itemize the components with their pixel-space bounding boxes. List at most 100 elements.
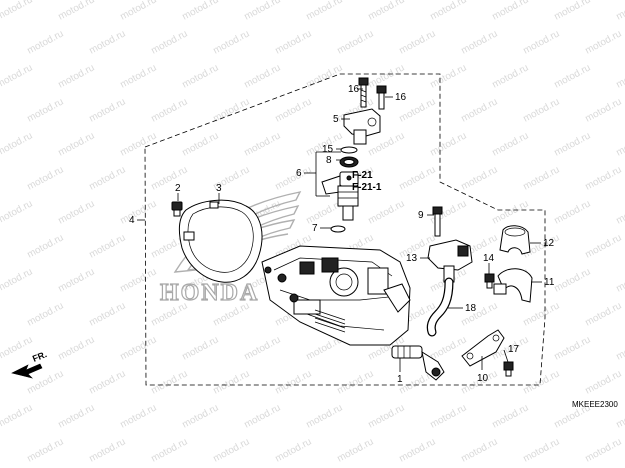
watermark-text: motod.ru <box>583 436 623 464</box>
callout-1: 1 <box>397 374 403 385</box>
watermark-text: motod.ru <box>335 436 375 464</box>
assembly-frame <box>144 73 546 386</box>
watermark-text: motod.ru <box>490 130 530 158</box>
watermark-text: motod.ru <box>366 402 406 430</box>
watermark-text: motod.ru <box>552 62 592 90</box>
watermark-text: motod.ru <box>583 300 623 328</box>
diagram-code: MKEEE2300 <box>572 400 618 409</box>
watermark-text: motod.ru <box>180 62 220 90</box>
watermark-text: motod.ru <box>149 96 189 124</box>
seal-ring-8-part <box>339 156 359 168</box>
callout-16-right: 16 <box>395 92 407 103</box>
watermark-text: motod.ru <box>335 368 375 396</box>
watermark-text: motod.ru <box>552 198 592 226</box>
watermark-text: motod.ru <box>56 266 96 294</box>
watermark-text: motod.ru <box>180 130 220 158</box>
watermark-text: motod.ru <box>614 62 625 90</box>
gasket-cover-part <box>178 199 263 283</box>
watermark-text: motod.ru <box>273 164 313 192</box>
watermark-text: motod.ru <box>0 402 34 430</box>
watermark-text: motod.ru <box>118 0 158 23</box>
o-ring-7-part <box>330 225 346 233</box>
watermark-text: motod.ru <box>242 402 282 430</box>
watermark-text: motod.ru <box>25 436 65 464</box>
o-ring-15-part <box>340 146 358 154</box>
callout-8: 8 <box>326 155 332 166</box>
watermark-text: motod.ru <box>0 62 34 90</box>
watermark-text: motod.ru <box>0 266 34 294</box>
watermark-text: motod.ru <box>242 130 282 158</box>
front-direction-arrow-icon <box>11 363 43 379</box>
front-direction-label: FR. <box>31 349 48 364</box>
callout-16-left: 16 <box>348 84 360 95</box>
watermark-text: motod.ru <box>87 164 127 192</box>
callout-9: 9 <box>418 210 424 221</box>
watermark-text: motod.ru <box>273 436 313 464</box>
callout-2: 2 <box>175 183 181 194</box>
watermark-text: motod.ru <box>521 300 561 328</box>
watermark-text: motod.ru <box>118 130 158 158</box>
callout-3: 3 <box>216 183 222 194</box>
callout-15: 15 <box>322 144 334 155</box>
watermark-text: motod.ru <box>552 266 592 294</box>
watermark-text: motod.ru <box>273 96 313 124</box>
watermark-text: motod.ru <box>521 96 561 124</box>
watermark-text: motod.ru <box>614 334 625 362</box>
callout-6: 6 <box>296 168 302 179</box>
watermark-text: motod.ru <box>87 232 127 260</box>
watermark-text: motod.ru <box>118 62 158 90</box>
watermark-text: motod.ru <box>273 28 313 56</box>
watermark-text: motod.ru <box>521 436 561 464</box>
bolt-16-right-part <box>376 85 387 110</box>
callout-12: 12 <box>543 238 555 249</box>
watermark-text: motod.ru <box>614 198 625 226</box>
watermark-text: motod.ru <box>0 198 34 226</box>
watermark-text: motod.ru <box>366 198 406 226</box>
watermark-text: motod.ru <box>428 0 468 23</box>
callout-13: 13 <box>406 253 418 264</box>
watermark-text: motod.ru <box>583 368 623 396</box>
watermark-text: motod.ru <box>459 436 499 464</box>
watermark-text: motod.ru <box>397 436 437 464</box>
callout-5: 5 <box>333 114 339 125</box>
clamp-12-part <box>499 225 531 255</box>
watermark-text: motod.ru <box>552 130 592 158</box>
watermark-text: motod.ru <box>25 164 65 192</box>
watermark-text: motod.ru <box>490 0 530 23</box>
watermark-text: motod.ru <box>397 28 437 56</box>
brand-emblem-text: HONDA <box>160 280 259 306</box>
callout-18: 18 <box>465 303 477 314</box>
watermark-text: motod.ru <box>87 436 127 464</box>
watermark-text: motod.ru <box>428 334 468 362</box>
watermark-text: motod.ru <box>428 130 468 158</box>
watermark-text: motod.ru <box>25 96 65 124</box>
injector-holder-part <box>343 108 381 145</box>
watermark-text: motod.ru <box>25 300 65 328</box>
bolt-2-part <box>171 201 183 217</box>
watermark-text: motod.ru <box>118 266 158 294</box>
bolt-14-part <box>484 273 495 289</box>
watermark-text: motod.ru <box>459 96 499 124</box>
watermark-text: motod.ru <box>0 130 34 158</box>
leader-lines <box>137 88 542 372</box>
idle-screw-assembly-part <box>391 345 445 381</box>
watermark-text: motod.ru <box>583 96 623 124</box>
watermark-text: motod.ru <box>614 0 625 23</box>
map-sensor-part <box>427 239 473 283</box>
watermark-text: motod.ru <box>335 28 375 56</box>
watermark-text: motod.ru <box>583 232 623 260</box>
watermark-text: motod.ru <box>211 436 251 464</box>
watermark-text: motod.ru <box>180 334 220 362</box>
watermark-text: motod.ru <box>583 28 623 56</box>
watermark-text: motod.ru <box>490 62 530 90</box>
watermark-text: motod.ru <box>614 130 625 158</box>
watermark-text: motod.ru <box>273 368 313 396</box>
watermark-text: motod.ru <box>552 0 592 23</box>
watermark-text: motod.ru <box>56 0 96 23</box>
throttle-body-assembly <box>261 245 411 346</box>
callout-17: 17 <box>508 344 520 355</box>
watermark-text: motod.ru <box>25 232 65 260</box>
watermark-text: motod.ru <box>180 402 220 430</box>
callout-10: 10 <box>477 373 489 384</box>
watermark-text: motod.ru <box>552 334 592 362</box>
